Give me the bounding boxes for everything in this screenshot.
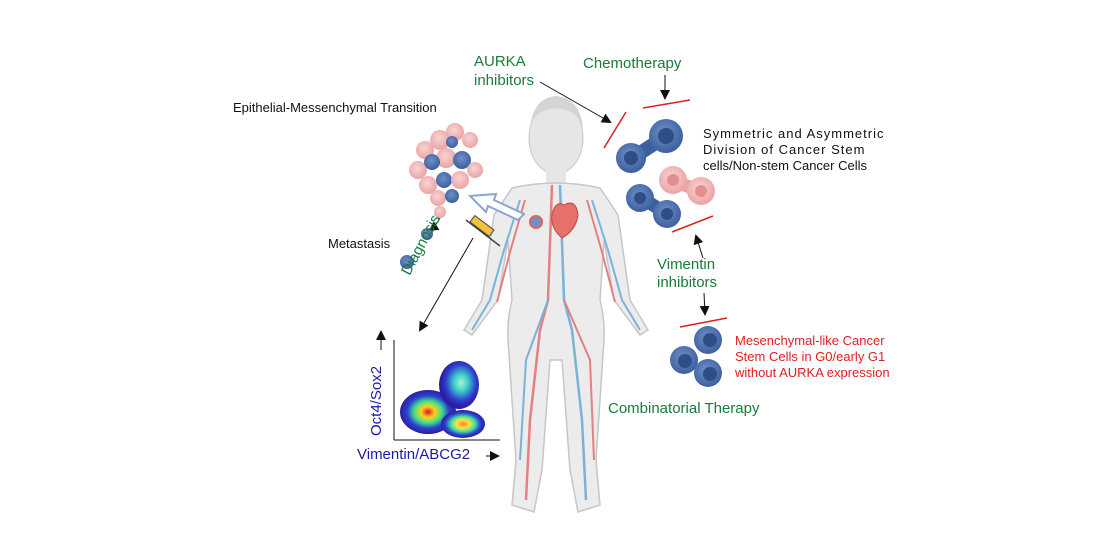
mesenchymal-label-3: without AURKA expression — [735, 365, 890, 380]
metastasis-arrow — [428, 217, 441, 232]
vimentin-label-2: inhibitors — [657, 274, 718, 291]
diagnosis-arrow — [419, 237, 474, 332]
y-axis-label: Oct4/Sox2 — [368, 365, 385, 436]
division-label-1: Symmetric and Asymmetric — [703, 126, 885, 141]
vimentin-up-arrow — [693, 234, 704, 259]
aurka-arrow — [539, 81, 612, 123]
chemotherapy-label: Chemotherapy — [583, 55, 682, 72]
inhibition-bar — [679, 317, 728, 328]
tumor-cluster — [409, 123, 483, 218]
mesenchymal-label-1: Mesenchymal-like Cancer — [735, 333, 885, 348]
inhibition-bar — [642, 99, 691, 109]
cell-population — [441, 410, 485, 438]
aurka-label-1: AURKA — [474, 53, 526, 70]
combinatorial-label: Combinatorial Therapy — [608, 400, 760, 417]
cell-population — [439, 361, 479, 409]
inhibition-bar — [671, 215, 714, 233]
inhibition-bar — [603, 111, 627, 149]
vimentin-down-arrow — [699, 292, 710, 316]
division-label-3: cells/Non-stem Cancer Cells — [703, 158, 867, 173]
flow-cytometry-plot — [393, 340, 500, 441]
syringe-icon — [465, 214, 501, 247]
emt-arrow — [467, 192, 526, 222]
vimentin-label-1: Vimentin — [657, 256, 716, 273]
x-axis-label: Vimentin/ABCG2 — [357, 446, 471, 463]
mesenchymal-cells — [670, 326, 722, 387]
metastatic-cell — [421, 228, 433, 240]
metastasis-label: Metastasis — [328, 236, 391, 251]
emt-label: Epithelial-Messenchymal Transition — [233, 100, 437, 115]
aurka-label-2: inhibitors — [474, 72, 535, 89]
division-label-2: Division of Cancer Stem — [703, 142, 866, 157]
mesenchymal-label-2: Stem Cells in G0/early G1 — [735, 349, 886, 364]
metastatic-cell — [400, 255, 414, 269]
dividing-cells — [616, 119, 715, 228]
